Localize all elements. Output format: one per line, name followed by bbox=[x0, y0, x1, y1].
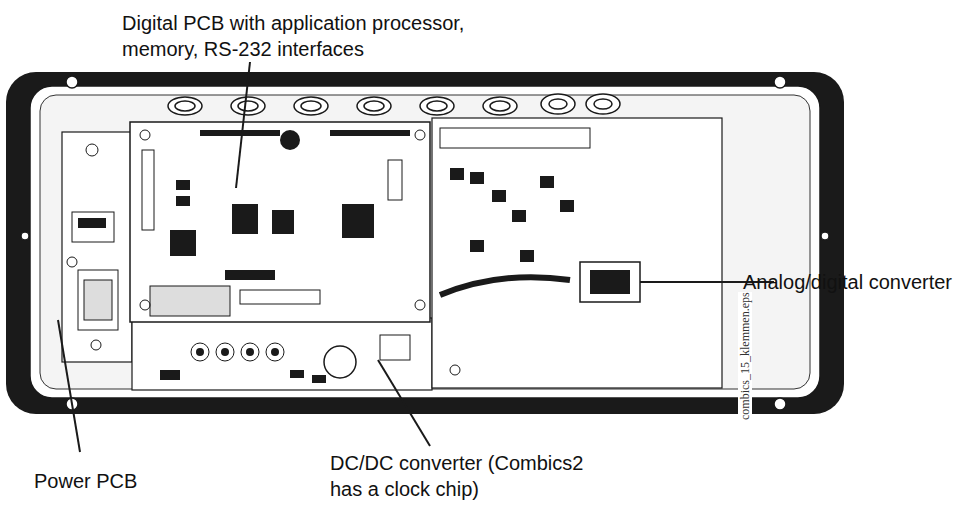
callout-label: Power PCB bbox=[34, 468, 137, 494]
callout-label: Analog/digital converter bbox=[743, 269, 952, 295]
cable-glands bbox=[168, 94, 620, 115]
digital-pcb bbox=[130, 122, 430, 322]
housing-frame bbox=[6, 72, 844, 414]
dcdc-board bbox=[132, 318, 432, 390]
callout-label: Digital PCB with application processor, … bbox=[122, 10, 502, 62]
power-pcb bbox=[62, 132, 132, 362]
callout-label: DC/DC converter (Combics2 has a clock ch… bbox=[330, 450, 605, 502]
housing-inner bbox=[30, 86, 820, 398]
leader-lines bbox=[58, 62, 774, 452]
file-watermark: combics_15_klemmen.eps bbox=[738, 292, 752, 420]
housing-floor bbox=[40, 95, 810, 389]
screw-holes bbox=[21, 76, 829, 410]
adc-board bbox=[432, 118, 722, 388]
